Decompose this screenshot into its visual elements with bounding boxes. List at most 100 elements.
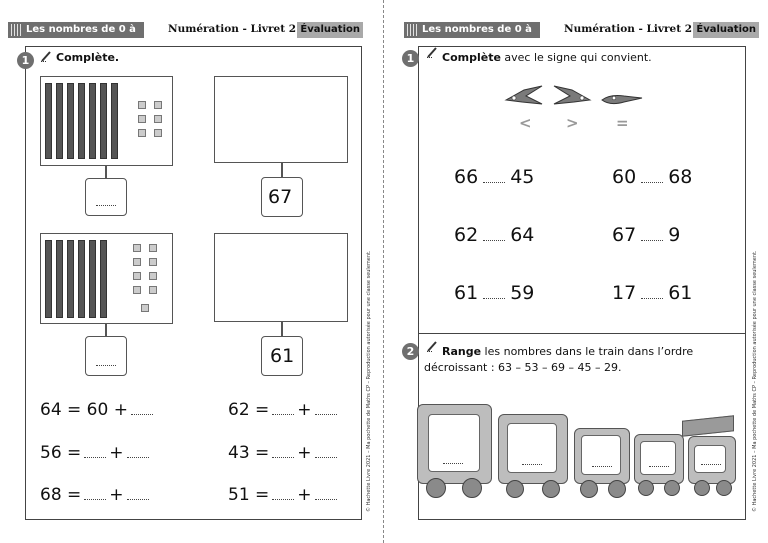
answer-box[interactable] bbox=[85, 178, 127, 216]
sign-blank[interactable] bbox=[641, 238, 664, 241]
evaluation-tag: Évaluation bbox=[297, 22, 363, 38]
number-a: 66 bbox=[454, 166, 479, 188]
drawing-box-1[interactable] bbox=[214, 76, 348, 163]
number-a: 62 bbox=[454, 224, 479, 246]
answer-blank[interactable] bbox=[314, 497, 337, 500]
copyright-note: © Hachette Livre 2021 – Ma pochette de M… bbox=[366, 250, 372, 512]
pencil-icon bbox=[427, 341, 437, 352]
wagon-slot[interactable] bbox=[694, 445, 726, 473]
wheel bbox=[638, 480, 654, 496]
exercise-number: 2 bbox=[402, 343, 419, 360]
chapter-badge-label: Les nombres de 0 à 69 bbox=[26, 24, 136, 51]
crocodile-icon bbox=[553, 85, 592, 105]
equation-row: 51 =+ bbox=[228, 485, 337, 505]
sign-blank[interactable] bbox=[483, 180, 506, 183]
ten-rod bbox=[100, 83, 107, 159]
plus-sign: + bbox=[297, 443, 312, 463]
ten-rod bbox=[89, 240, 96, 318]
ten-rod bbox=[89, 83, 96, 159]
answer-blank[interactable] bbox=[314, 455, 337, 458]
train-locomotive bbox=[688, 436, 736, 484]
ten-rod bbox=[45, 240, 52, 318]
number-b: 45 bbox=[510, 166, 535, 188]
unit-cube bbox=[138, 115, 146, 123]
unit-cube bbox=[138, 101, 146, 109]
number-a: 17 bbox=[612, 282, 637, 304]
exercise-instruction: Range les nombres dans le train dans l’o… bbox=[442, 345, 693, 358]
answer-blank[interactable] bbox=[130, 412, 153, 415]
blocks-picture-1 bbox=[40, 76, 173, 166]
connector-line bbox=[105, 166, 107, 178]
answer-blank[interactable] bbox=[272, 412, 295, 415]
unit-cube bbox=[149, 258, 157, 266]
ten-rod bbox=[56, 83, 63, 159]
drawing-box-2[interactable] bbox=[214, 233, 348, 322]
equation-text: 43 = bbox=[228, 443, 270, 463]
unit-cube bbox=[138, 129, 146, 137]
wagon-slot[interactable] bbox=[640, 441, 676, 475]
answer-blank[interactable] bbox=[126, 455, 149, 458]
answer-blank[interactable] bbox=[272, 497, 295, 500]
unit-cube bbox=[149, 244, 157, 252]
number-b: 61 bbox=[668, 282, 693, 304]
answer-box[interactable] bbox=[85, 336, 127, 376]
ten-rod bbox=[56, 240, 63, 318]
answer-blank[interactable] bbox=[84, 455, 107, 458]
wagon-slot[interactable] bbox=[507, 423, 557, 473]
stripes-icon bbox=[11, 24, 23, 36]
exercise-instruction: Complète. bbox=[56, 51, 119, 64]
instruction-text: les nombres dans le train dans l’ordre bbox=[481, 345, 694, 358]
answer-blank[interactable] bbox=[126, 497, 149, 500]
connector-line bbox=[281, 322, 283, 336]
answer-value: 61 bbox=[270, 345, 295, 367]
equation-text: 64 = 60 + bbox=[40, 400, 128, 420]
unit-cube bbox=[149, 272, 157, 280]
instruction-text: Complète. bbox=[56, 51, 120, 64]
sign-blank[interactable] bbox=[483, 238, 506, 241]
exercise-instruction-line2: décroissant : 63 – 53 – 69 – 45 – 29. bbox=[424, 361, 622, 374]
exercise-number: 1 bbox=[402, 50, 419, 67]
sign-blank[interactable] bbox=[641, 180, 664, 183]
equation-row: 64 = 60 + bbox=[40, 400, 153, 420]
equation-text: 62 = bbox=[228, 400, 270, 420]
unit-cube bbox=[133, 272, 141, 280]
wagon-slot[interactable] bbox=[428, 414, 480, 472]
right-worksheet: Les nombres de 0 à 69 Numération - Livre… bbox=[394, 0, 766, 543]
wheel bbox=[664, 480, 680, 496]
booklet-title: Numération - Livret 2 bbox=[168, 23, 296, 35]
wagon-slot[interactable] bbox=[581, 435, 621, 475]
wheel bbox=[506, 480, 524, 498]
crocodile-icon bbox=[601, 95, 643, 105]
booklet-title: Numération - Livret 2 bbox=[564, 23, 692, 35]
crocodile-icon bbox=[504, 85, 543, 105]
unit-cube bbox=[154, 101, 162, 109]
blocks-picture-2 bbox=[40, 233, 173, 324]
plus-sign: + bbox=[109, 443, 124, 463]
answer-blank[interactable] bbox=[314, 412, 337, 415]
instruction-text: avec le signe qui convient. bbox=[500, 51, 652, 64]
answer-blank bbox=[443, 463, 463, 464]
equals-sign: = bbox=[616, 114, 629, 132]
ten-rod bbox=[45, 83, 52, 159]
comparison-row: 66 45 bbox=[454, 166, 534, 188]
left-worksheet: Les nombres de 0 à 69 Numération - Livre… bbox=[0, 0, 372, 543]
wheel bbox=[542, 480, 560, 498]
answer-blank[interactable] bbox=[84, 497, 107, 500]
answer-blank bbox=[522, 464, 542, 465]
answer-blank bbox=[96, 365, 116, 366]
answer-blank bbox=[592, 466, 612, 467]
sign-blank[interactable] bbox=[483, 296, 506, 299]
exercise-number: 1 bbox=[17, 52, 34, 69]
instruction-bold: Range bbox=[442, 345, 482, 358]
unit-cube bbox=[133, 258, 141, 266]
equation-row: 68 =+ bbox=[40, 485, 149, 505]
sign-blank[interactable] bbox=[641, 296, 664, 299]
answer-blank[interactable] bbox=[272, 455, 295, 458]
train bbox=[414, 400, 744, 500]
unit-cube bbox=[141, 304, 149, 312]
exercise-instruction: Complète avec le signe qui convient. bbox=[442, 51, 652, 64]
